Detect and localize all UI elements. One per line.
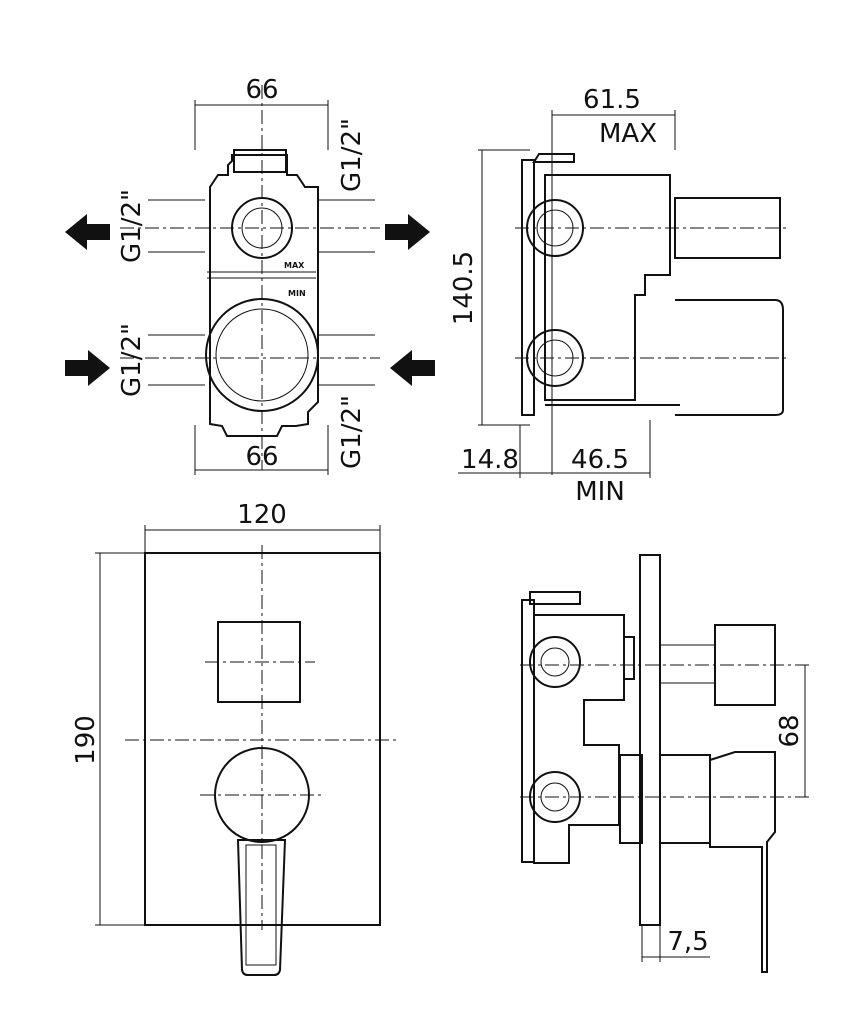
dim-plate-width: 120	[237, 500, 287, 530]
dim-plate-height: 190	[71, 715, 101, 765]
min-label: MIN	[575, 477, 625, 507]
dim-axis-distance: 68	[775, 714, 805, 747]
valve-side-view: 61.5 MAX 140.5 14.8 46.5 MIN	[449, 85, 790, 507]
min-mark: MIN	[288, 289, 306, 298]
outlet-arrow-left-icon	[65, 214, 110, 250]
dim-depth-min: 46.5	[571, 445, 629, 475]
max-label: MAX	[599, 119, 657, 149]
connection-label: G1/2"	[117, 323, 147, 397]
dim-width-bottom: 66	[245, 442, 278, 472]
inlet-arrow-left-icon	[390, 350, 435, 386]
connection-label: G1/2"	[117, 189, 147, 263]
valve-front-view: 66 MAX MIN G1/2" G1/2" G1/2" G1/2" 66	[65, 75, 435, 475]
dim-plate-thickness: 7,5	[667, 927, 708, 957]
plate-front-view: 120 190	[71, 500, 400, 976]
dim-height: 140.5	[449, 251, 479, 325]
max-mark: MAX	[284, 261, 305, 270]
assembly-side-view: 68 7,5	[520, 554, 810, 973]
connection-label: G1/2"	[337, 118, 367, 192]
outlet-arrow-right-icon	[385, 214, 430, 250]
inlet-arrow-right-icon	[65, 350, 110, 386]
connection-label: G1/2"	[337, 395, 367, 469]
dim-depth-max: 61.5	[583, 85, 641, 115]
dim-offset: 14.8	[461, 445, 519, 475]
